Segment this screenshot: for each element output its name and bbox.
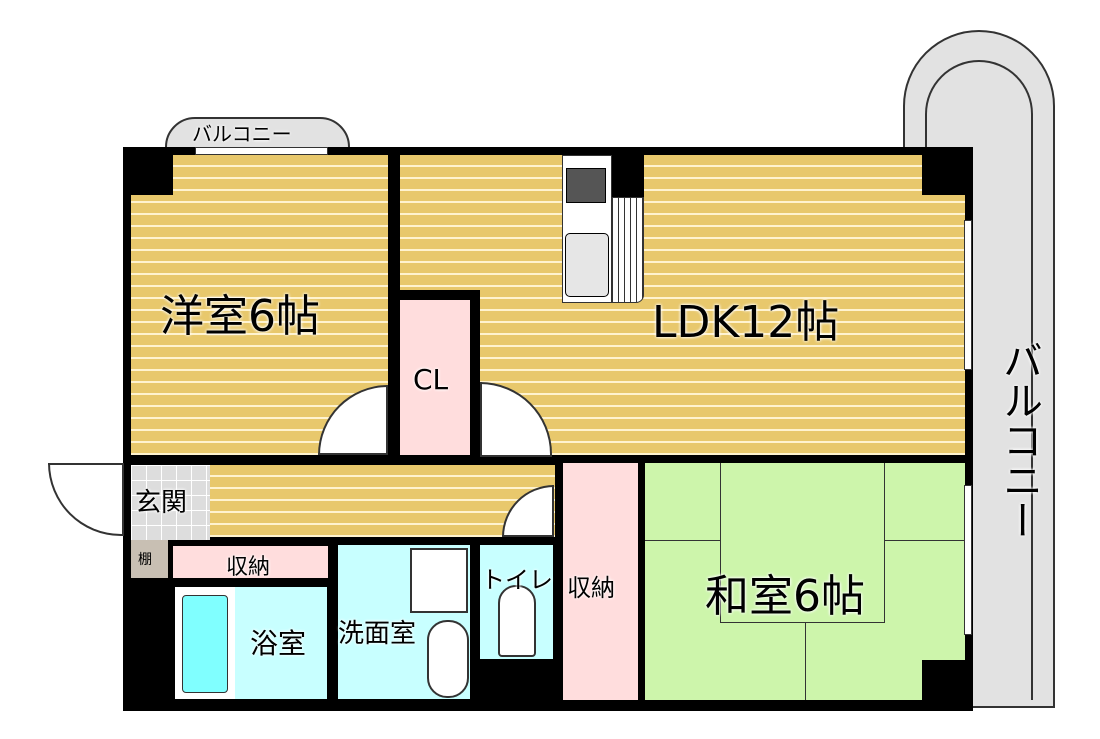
tatami-lines [885,540,965,541]
sink-icon [565,233,609,297]
bathtub-water [182,595,228,693]
tatami-lines [645,540,720,700]
washing-machine-pan [410,548,468,613]
hallway [210,465,555,537]
washbasin [427,620,469,698]
storage-right [563,463,638,700]
cupboard [612,197,644,303]
entrance-label: 玄関 [135,488,188,518]
storage-right-label: 収納 [567,574,615,602]
western-room-label: 洋室6帖 [160,291,320,342]
shelf-label: 棚 [138,552,152,568]
ldk-label: LDK12帖 [652,297,840,348]
closet-label: CL [413,363,449,396]
storage-hall-label: 収納 [226,555,271,580]
pillar [922,147,972,195]
window-top [195,147,328,155]
bathroom-label: 浴室 [250,627,307,660]
door-entrance[interactable] [48,463,124,536]
tatami-lines [805,623,806,700]
tatami-lines [720,463,885,623]
shelf [131,540,168,578]
balcony-top-label: バルコニー [192,122,292,146]
japanese-room-label: 和室6帖 [705,571,865,622]
pillar [123,147,173,195]
stove-icon [566,168,606,203]
closet [400,300,470,455]
storage-hall [173,546,328,578]
pillar [922,660,972,710]
washroom-label: 洗面室 [338,619,417,649]
pillar [612,147,644,197]
entrance [131,465,210,540]
window-right [964,220,972,370]
balcony-right-label: バルコニー [996,340,1042,540]
toilet-label: トイレ [481,566,553,594]
toilet-bowl [498,585,536,657]
window-japanese [964,485,972,635]
ldk-room [400,155,965,455]
